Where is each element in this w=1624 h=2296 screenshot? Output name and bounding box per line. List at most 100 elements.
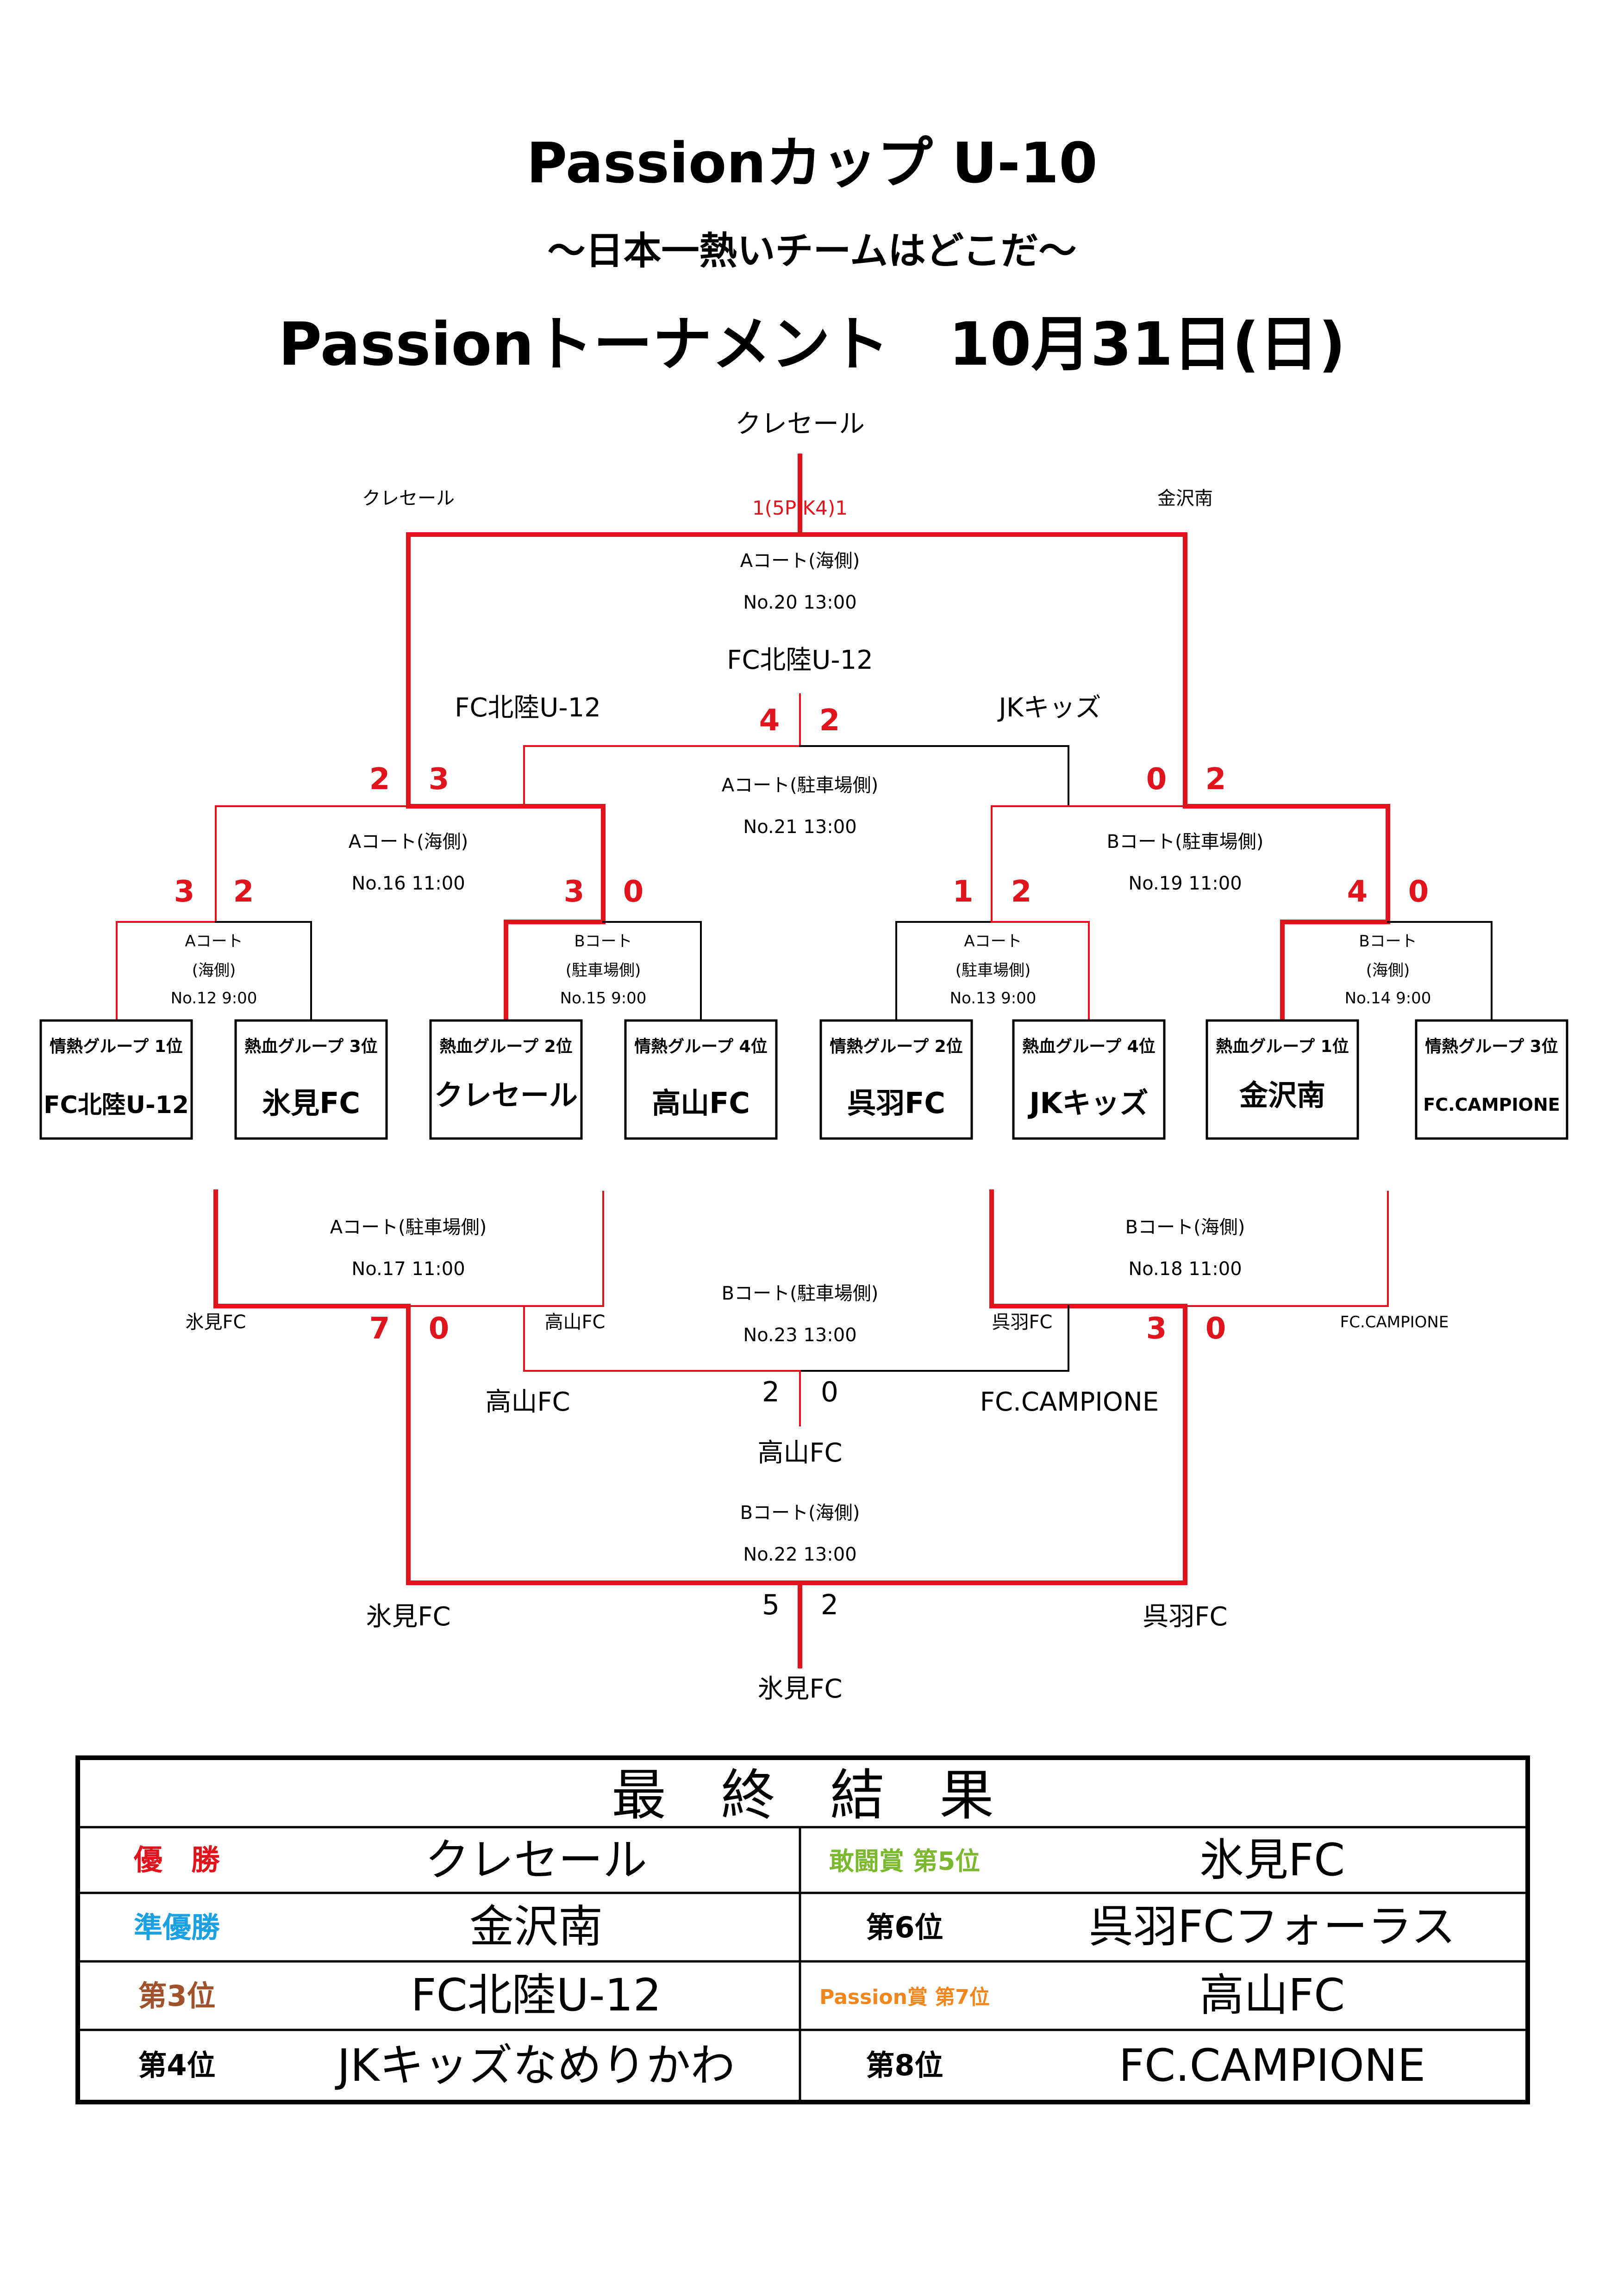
m17-score-left: 7 [369, 1312, 390, 1346]
m21-left-team: FC北陸U-12 [455, 693, 601, 723]
m16-score-left: 2 [369, 762, 390, 796]
team-name: FC北陸U-12 [44, 1091, 189, 1119]
team-group: 情熱グループ 4位 [634, 1037, 767, 1056]
m18-match: No.18 11:00 [1128, 1258, 1242, 1280]
m18-court: Bコート(海側) [1125, 1217, 1245, 1238]
team-box: 熱血グループ 4位 JKキッズ [1012, 1019, 1166, 1140]
m22-winner: 氷見FC [757, 1674, 842, 1704]
team-group: 情熱グループ 1位 [50, 1037, 182, 1056]
m17-match: No.17 11:00 [351, 1258, 465, 1280]
rank-7th: Passion賞 第7位 [819, 1985, 990, 2009]
m19-score-right: 2 [1206, 762, 1226, 796]
team-8th: FC.CAMPIONE [1119, 2040, 1426, 2091]
team-boxes: 情熱グループ 1位 FC北陸U-12 熱血グループ 3位 氷見FC 熱血グループ… [39, 1019, 1568, 1140]
team-group: 情熱グループ 2位 [830, 1037, 962, 1056]
team-3rd: FC北陸U-12 [411, 1969, 661, 2021]
rank-3rd: 第3位 [138, 1979, 215, 2013]
results-table: 最 終 結 果 優 勝 クレセール 敢闘賞 第5位 氷見FC 準優勝 金沢南 第… [75, 1755, 1530, 2104]
m23-court: Bコート(駐車場側) [722, 1283, 879, 1304]
m12-court-a: Aコート [185, 932, 243, 951]
m12-score-right: 2 [233, 875, 254, 909]
m22-score-right: 2 [821, 1589, 838, 1621]
team-name: 氷見FC [262, 1086, 360, 1120]
m18-right-team: FC.CAMPIONE [1340, 1313, 1449, 1332]
m17-court: Aコート(駐車場側) [330, 1217, 487, 1238]
m17-right-team: 高山FC [545, 1312, 606, 1333]
m15-match: No.15 9:00 [560, 989, 647, 1008]
team-group: 情熱グループ 3位 [1425, 1037, 1558, 1056]
m15-court-a: Bコート [574, 932, 632, 951]
m19-score-left: 0 [1146, 762, 1167, 796]
m21-match: No.21 13:00 [743, 816, 856, 838]
m23-match: No.23 13:00 [743, 1325, 856, 1346]
team-group: 熱血グループ 4位 [1022, 1037, 1155, 1056]
m15-score-right: 0 [623, 875, 644, 909]
team-name: 高山FC [652, 1086, 750, 1120]
m19-court: Bコート(駐車場側) [1107, 831, 1264, 852]
m16-court: Aコート(海側) [349, 831, 468, 852]
m23-right-team: FC.CAMPIONE [980, 1387, 1159, 1417]
m23-score-right: 0 [821, 1376, 838, 1408]
m21-winner: FC北陸U-12 [727, 645, 873, 675]
m13-court-a: Aコート [964, 932, 1022, 951]
champion-label: クレセール [735, 409, 865, 439]
rank-5th: 敢闘賞 第5位 [829, 1847, 980, 1876]
m15-labels: 3 0 Bコート (駐車場側) No.15 9:00 [560, 875, 647, 1008]
m13-score-left: 1 [953, 875, 974, 909]
team-name: 呉羽FC [847, 1086, 945, 1120]
final-score: 1(5P K4)1 [752, 497, 848, 519]
m22-right-team: 呉羽FC [1143, 1602, 1227, 1632]
team-box: 熱血グループ 3位 氷見FC [234, 1019, 388, 1140]
runner-up-team: 金沢南 [469, 1901, 603, 1953]
m23-winner: 高山FC [757, 1438, 842, 1468]
team-box: 情熱グループ 1位 FC北陸U-12 [39, 1019, 193, 1140]
page-subtitle: ～日本一熱いチームはどこだ～ [547, 229, 1077, 273]
team-name: FC.CAMPIONE [1423, 1095, 1560, 1115]
team-name: JKキッズ [1027, 1086, 1148, 1120]
results-title: 最 終 結 果 [612, 1763, 994, 1827]
rank-4th: 第4位 [138, 2048, 215, 2082]
m23-left-team: 高山FC [485, 1387, 570, 1417]
m21-score-left: 4 [759, 703, 780, 738]
m18-score-left: 3 [1146, 1312, 1167, 1346]
team-5th: 氷見FC [1199, 1834, 1345, 1886]
rank-champion: 優 勝 [133, 1843, 220, 1877]
m22-score-left: 5 [762, 1589, 780, 1621]
m18-score-right: 0 [1206, 1312, 1226, 1346]
m14-court-a: Bコート [1359, 932, 1417, 951]
rank-8th: 第8位 [866, 2048, 943, 2082]
m19-match: No.19 11:00 [1128, 873, 1242, 894]
m17-score-right: 0 [429, 1312, 450, 1346]
team-box: 熱血グループ 2位 クレセール [429, 1019, 583, 1140]
m14-match: No.14 9:00 [1345, 989, 1431, 1008]
m22-match: No.22 13:00 [743, 1544, 856, 1565]
team-box: 情熱グループ 4位 高山FC [624, 1019, 778, 1140]
m23-score-left: 2 [762, 1376, 780, 1408]
rank-runner-up: 準優勝 [134, 1910, 220, 1944]
m17-left-team: 氷見FC [186, 1312, 246, 1333]
m12-match: No.12 9:00 [171, 989, 257, 1008]
m16-match: No.16 11:00 [351, 873, 465, 894]
final-left-team: クレセール [362, 488, 455, 509]
m13-score-right: 2 [1011, 875, 1032, 909]
team-6th: 呉羽FCフォーラス [1089, 1901, 1455, 1953]
team-7th: 高山FC [1199, 1969, 1345, 2021]
team-name: クレセール [434, 1078, 578, 1112]
final-match: No.20 13:00 [743, 592, 856, 613]
m13-court-b: (駐車場側) [956, 961, 1031, 980]
m16-score-right: 3 [429, 762, 450, 796]
m22-court: Bコート(海側) [740, 1502, 860, 1524]
m15-court-b: (駐車場側) [566, 961, 641, 980]
team-group: 熱血グループ 1位 [1216, 1037, 1349, 1056]
m18-left-team: 呉羽FC [992, 1312, 1053, 1333]
m13-labels: 1 2 Aコート (駐車場側) No.13 9:00 [950, 875, 1037, 1008]
m14-court-b: (海側) [1366, 961, 1410, 980]
m14-score-left: 4 [1347, 875, 1368, 909]
m13-match: No.13 9:00 [950, 989, 1037, 1008]
m15-score-left: 3 [564, 875, 585, 909]
team-name: 金沢南 [1239, 1078, 1325, 1112]
m14-labels: 4 0 Bコート (海側) No.14 9:00 [1345, 875, 1431, 1008]
event-title: Passionトーナメント 10月31日(日) [278, 310, 1346, 379]
team-box: 情熱グループ 2位 呉羽FC [819, 1019, 973, 1140]
